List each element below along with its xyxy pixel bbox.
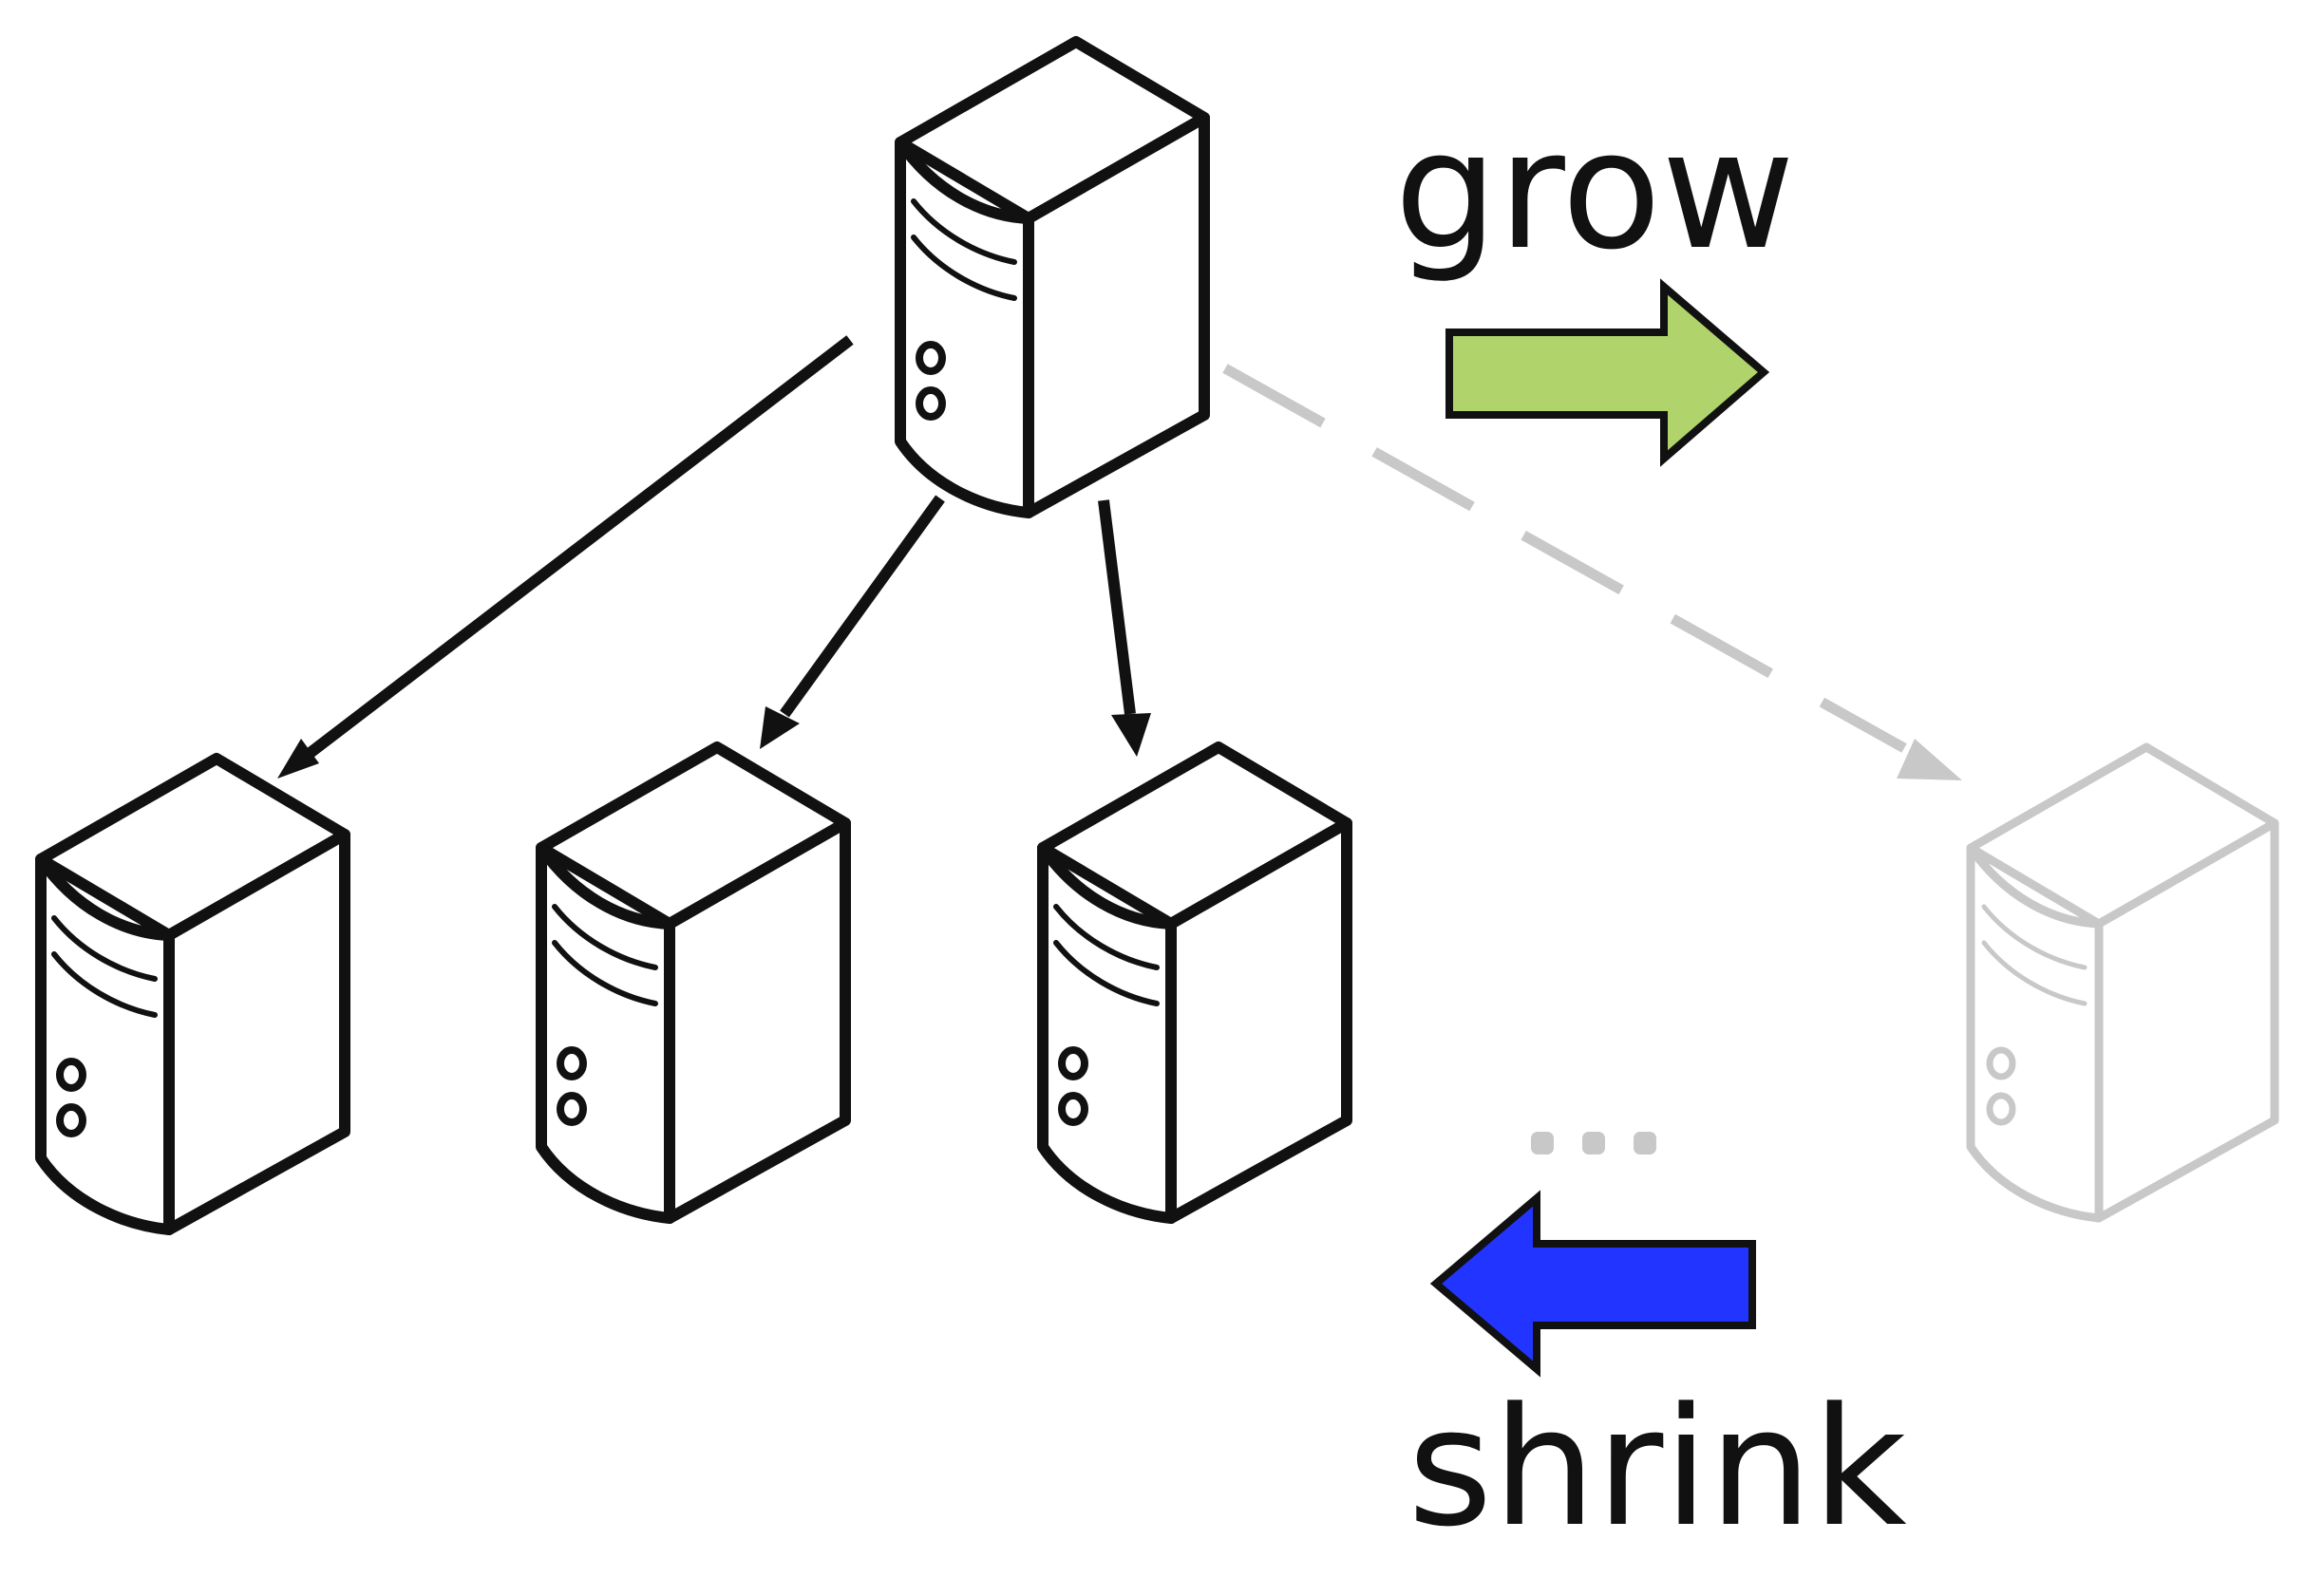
shrink-arrow-icon (1429, 1190, 1756, 1378)
grow-label: grow (1394, 95, 1795, 286)
child-server-3-icon (1037, 742, 1352, 1224)
edge-root-to-new-child (1222, 364, 1962, 780)
child-server-1-icon (35, 753, 350, 1235)
root-server-icon (895, 36, 1210, 518)
child-server-2-icon (536, 742, 851, 1224)
edges (277, 335, 1962, 780)
edge-root-to-child-3 (1098, 499, 1151, 757)
shrink-label: shrink (1408, 1372, 1907, 1563)
ellipsis-text: ... (1660, 1136, 1668, 1147)
edge-root-to-child-2 (760, 495, 945, 749)
edge-root-to-child-1 (277, 335, 854, 779)
grow-arrow-icon (1445, 278, 1770, 467)
new-child-server-icon (1966, 742, 2279, 1223)
ellipsis-dots: ... (1531, 1132, 1668, 1155)
